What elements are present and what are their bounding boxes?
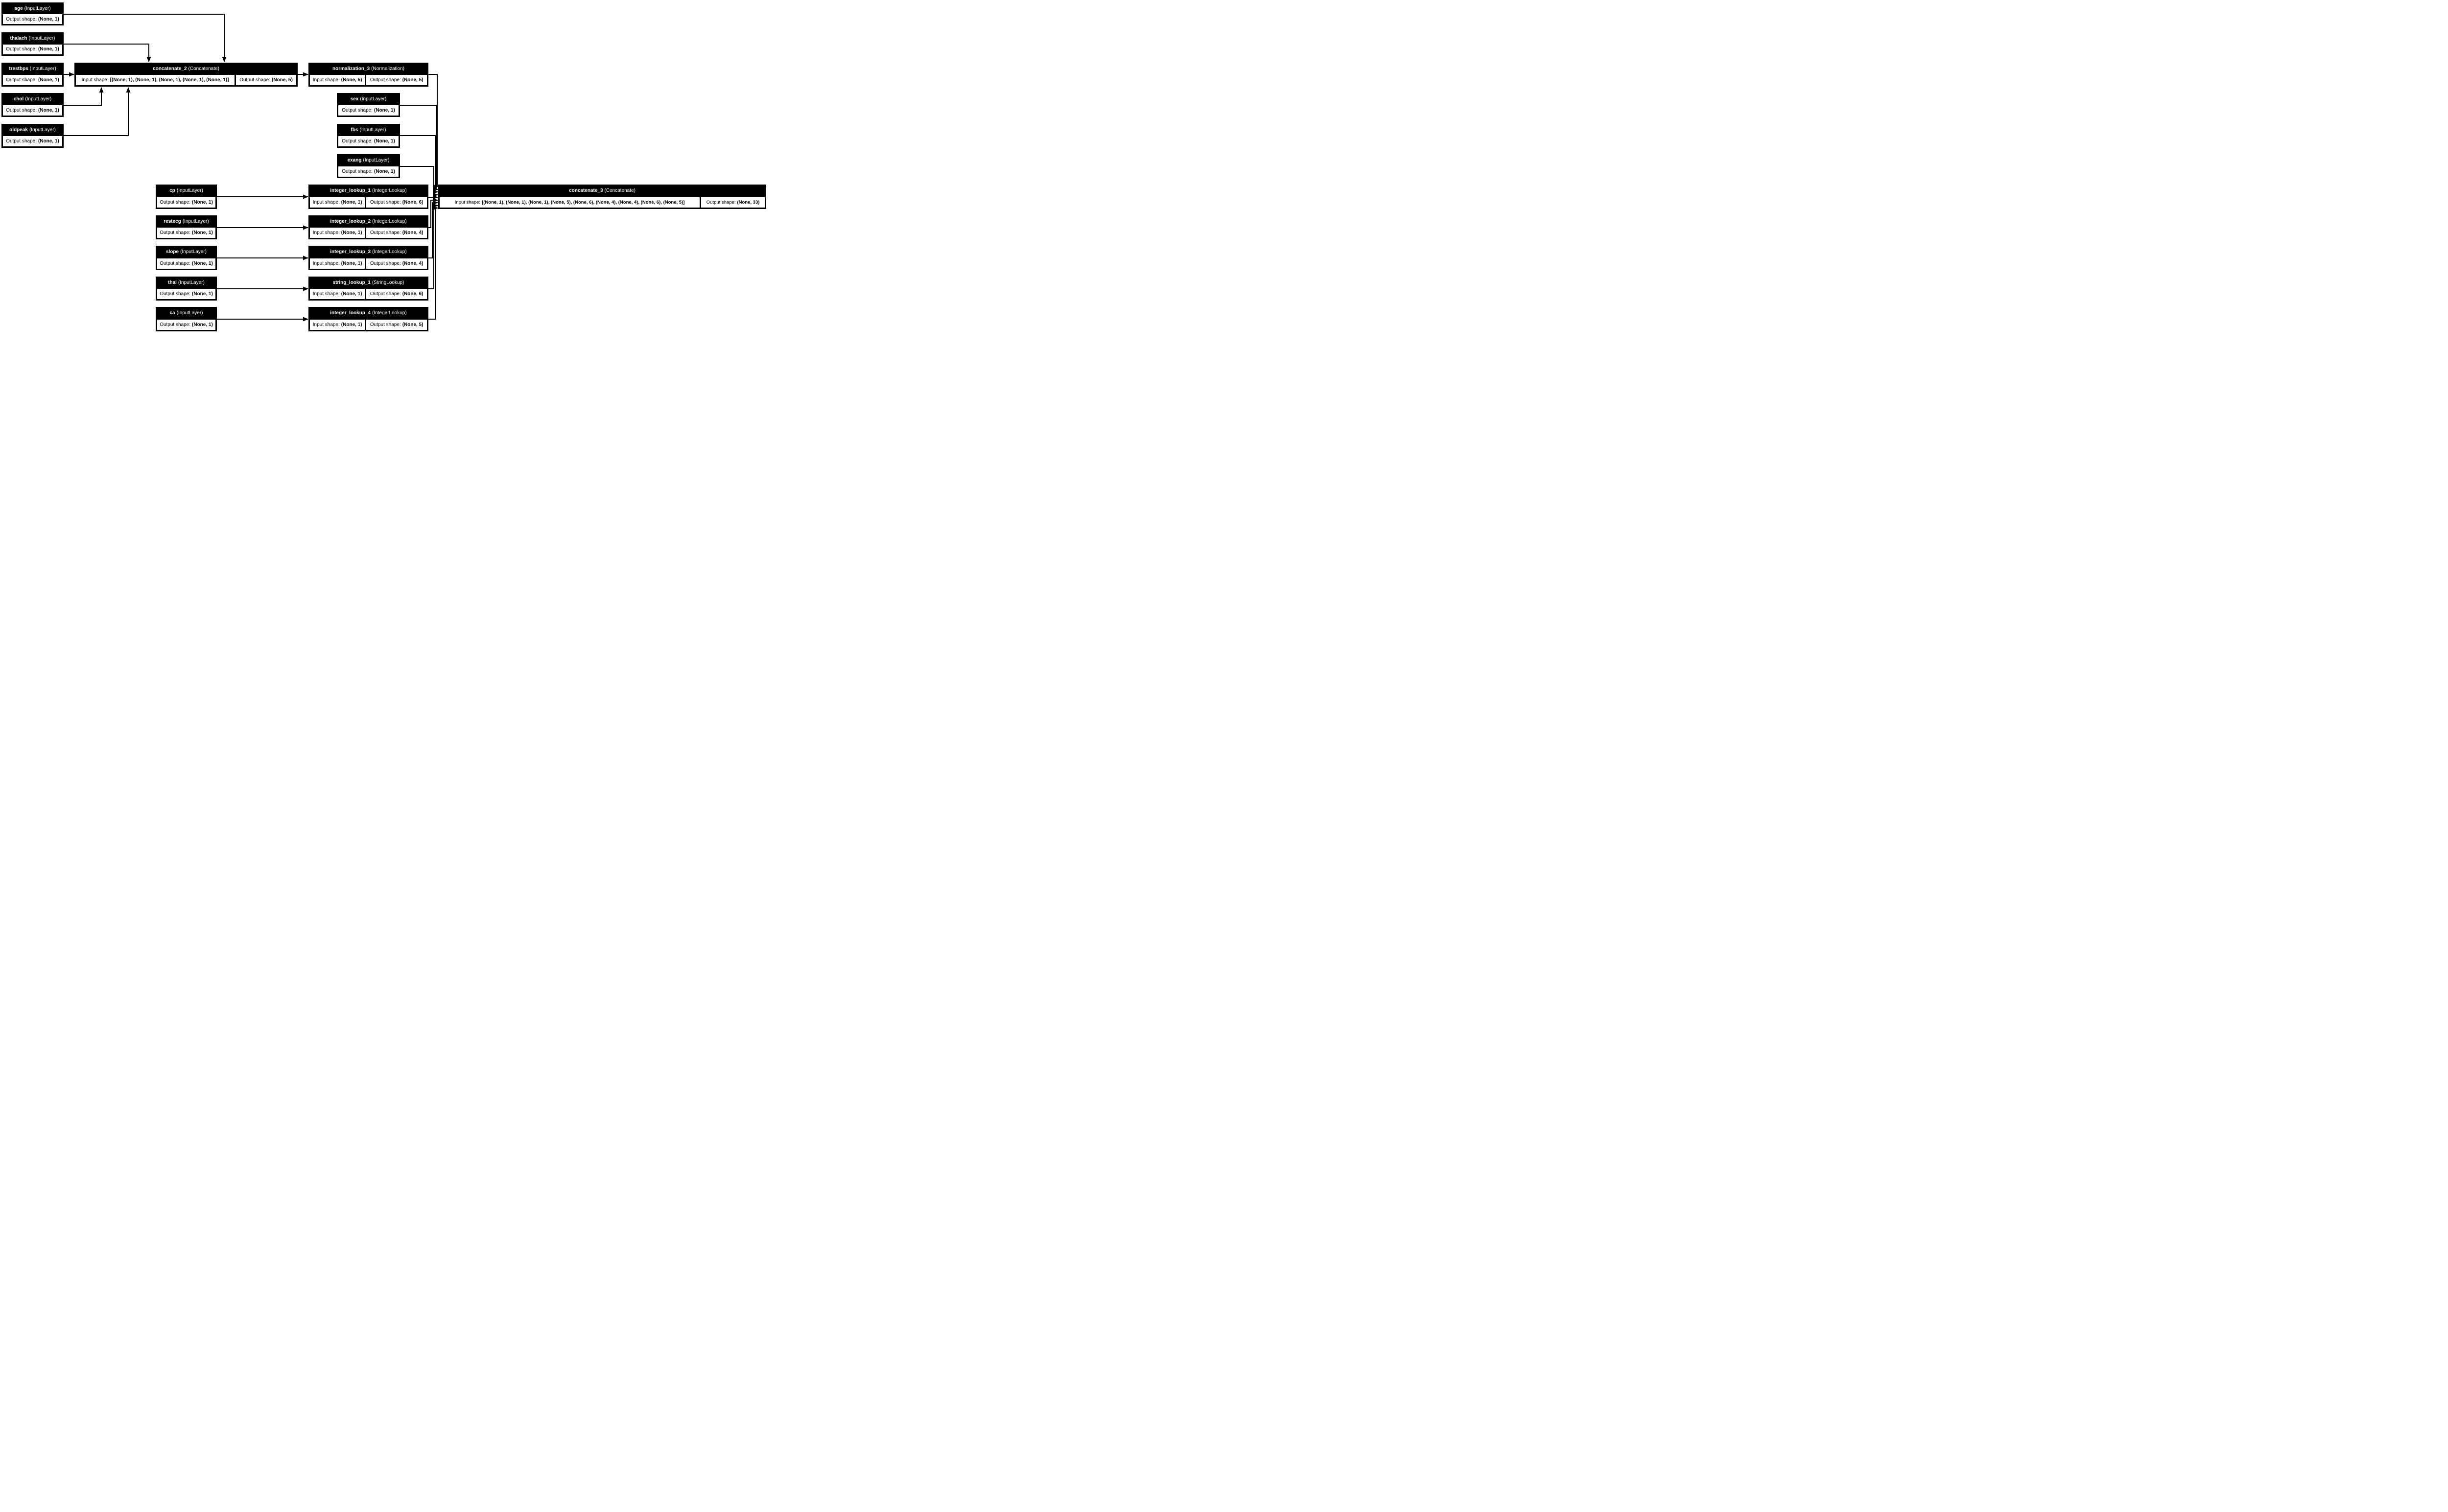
- node-string_lookup_1-input-shape: Input shape:(None, 1): [310, 289, 365, 299]
- node-integer_lookup_4-output-shape: Output shape:(None, 5): [366, 319, 427, 330]
- node-integer_lookup_1-title: integer_lookup_1(IntegerLookup): [330, 188, 407, 194]
- node-sex: sex(InputLayer) Output shape:(None, 1): [337, 93, 400, 117]
- node-normalization_3-output-shape: Output shape:(None, 5): [366, 75, 427, 85]
- node-exang-title: exang(InputLayer): [347, 158, 390, 163]
- node-string_lookup_1-output-shape: Output shape:(None, 6): [366, 289, 427, 299]
- node-age-title: age(InputLayer): [14, 5, 51, 11]
- node-concatenate_3: concatenate_3(Concatenate) Input shape:[…: [438, 185, 766, 209]
- edge-integer_lookup_3-concatenate_3: [428, 200, 438, 258]
- node-trestbps-output-shape: Output shape:(None, 1): [3, 75, 62, 85]
- node-concatenate_2: concatenate_2(Concatenate) Input shape:[…: [74, 63, 298, 87]
- edge-string_lookup_1-concatenate_3: [428, 203, 438, 289]
- node-restecg: restecg(InputLayer) Output shape:(None, …: [156, 215, 217, 239]
- node-restecg-output-shape: Output shape:(None, 1): [157, 228, 215, 238]
- node-integer_lookup_4-input-shape: Input shape:(None, 1): [310, 319, 365, 330]
- node-chol: chol(InputLayer) Output shape:(None, 1): [1, 93, 64, 117]
- node-slope-title: slope(InputLayer): [165, 249, 207, 255]
- node-age-output-shape: Output shape:(None, 1): [3, 14, 62, 24]
- node-sex-title: sex(InputLayer): [350, 96, 387, 102]
- node-integer_lookup_3-input-shape: Input shape:(None, 1): [310, 258, 365, 269]
- node-integer_lookup_3-title: integer_lookup_3(IntegerLookup): [330, 249, 407, 255]
- edge-oldpeak-concatenate_2: [64, 87, 131, 136]
- node-fbs: fbs(InputLayer) Output shape:(None, 1): [337, 124, 400, 148]
- node-integer_lookup_1-output-shape: Output shape:(None, 6): [366, 197, 427, 208]
- edge-fbs-concatenate_3: [400, 135, 438, 194]
- node-concatenate_2-input-shape: Input shape:[(None, 1), (None, 1), (None…: [76, 75, 235, 85]
- node-chol-output-shape: Output shape:(None, 1): [3, 105, 62, 116]
- node-cp: cp(InputLayer) Output shape:(None, 1): [156, 185, 217, 209]
- edge-thalach-concatenate_2: [64, 44, 151, 62]
- edge-sex-concatenate_3: [400, 105, 438, 192]
- edge-exang-concatenate_3: [400, 166, 438, 197]
- node-exang: exang(InputLayer) Output shape:(None, 1): [337, 154, 400, 178]
- node-fbs-title: fbs(InputLayer): [351, 127, 386, 133]
- node-thal: thal(InputLayer) Output shape:(None, 1): [156, 277, 217, 301]
- node-trestbps-title: trestbps(InputLayer): [9, 66, 56, 72]
- node-ca-title: ca(InputLayer): [169, 310, 203, 316]
- edge-age-concatenate_2: [64, 14, 227, 62]
- node-restecg-title: restecg(InputLayer): [164, 219, 209, 225]
- node-string_lookup_1: string_lookup_1(StringLookup) Input shap…: [308, 277, 428, 301]
- node-cp-title: cp(InputLayer): [169, 188, 203, 194]
- node-integer_lookup_4: integer_lookup_4(IntegerLookup) Input sh…: [308, 307, 428, 331]
- node-trestbps: trestbps(InputLayer) Output shape:(None,…: [1, 63, 64, 87]
- node-oldpeak-output-shape: Output shape:(None, 1): [3, 136, 62, 146]
- node-integer_lookup_1: integer_lookup_1(IntegerLookup) Input sh…: [308, 185, 428, 209]
- node-thal-output-shape: Output shape:(None, 1): [157, 289, 215, 299]
- node-concatenate_3-input-shape: Input shape:[(None, 1), (None, 1), (None…: [440, 197, 700, 208]
- node-sex-output-shape: Output shape:(None, 1): [338, 105, 399, 116]
- node-fbs-output-shape: Output shape:(None, 1): [338, 136, 399, 146]
- node-integer_lookup_3: integer_lookup_3(IntegerLookup) Input sh…: [308, 246, 428, 270]
- node-slope: slope(InputLayer) Output shape:(None, 1): [156, 246, 217, 270]
- node-integer_lookup_3-output-shape: Output shape:(None, 4): [366, 258, 427, 269]
- node-integer_lookup_2-input-shape: Input shape:(None, 1): [310, 228, 365, 238]
- node-age: age(InputLayer) Output shape:(None, 1): [1, 2, 64, 25]
- node-concatenate_2-output-shape: Output shape:(None, 5): [236, 75, 296, 85]
- edge-integer_lookup_4-concatenate_3: [428, 206, 438, 320]
- node-integer_lookup_1-input-shape: Input shape:(None, 1): [310, 197, 365, 208]
- node-thal-title: thal(InputLayer): [168, 280, 205, 286]
- node-integer_lookup_4-title: integer_lookup_4(IntegerLookup): [330, 310, 407, 316]
- edge-integer_lookup_2-concatenate_3: [428, 198, 438, 228]
- node-exang-output-shape: Output shape:(None, 1): [338, 166, 399, 177]
- edge-layer: [64, 14, 438, 322]
- node-integer_lookup_2-title: integer_lookup_2(IntegerLookup): [330, 219, 407, 225]
- node-string_lookup_1-title: string_lookup_1(StringLookup): [332, 280, 404, 286]
- node-concatenate_3-title: concatenate_3(Concatenate): [569, 188, 636, 194]
- node-chol-title: chol(InputLayer): [13, 96, 52, 102]
- node-concatenate_3-output-shape: Output shape:(None, 33): [701, 197, 765, 208]
- edge-chol-concatenate_2: [64, 87, 104, 106]
- node-ca-output-shape: Output shape:(None, 1): [157, 319, 215, 330]
- node-integer_lookup_2: integer_lookup_2(IntegerLookup) Input sh…: [308, 215, 428, 239]
- node-ca: ca(InputLayer) Output shape:(None, 1): [156, 307, 217, 331]
- node-normalization_3: normalization_3(Normalization) Input sha…: [308, 63, 428, 87]
- node-slope-output-shape: Output shape:(None, 1): [157, 258, 215, 269]
- model-diagram: age(InputLayer) Output shape:(None, 1) t…: [0, 0, 768, 333]
- node-thalach-title: thalach(InputLayer): [10, 35, 55, 41]
- node-thalach-output-shape: Output shape:(None, 1): [3, 44, 62, 54]
- edge-normalization_3-concatenate_3: [428, 74, 438, 189]
- node-oldpeak-title: oldpeak(InputLayer): [9, 127, 56, 133]
- node-oldpeak: oldpeak(InputLayer) Output shape:(None, …: [1, 124, 64, 148]
- node-integer_lookup_2-output-shape: Output shape:(None, 4): [366, 228, 427, 238]
- node-normalization_3-input-shape: Input shape:(None, 5): [310, 75, 365, 85]
- node-concatenate_2-title: concatenate_2(Concatenate): [153, 66, 219, 72]
- node-thalach: thalach(InputLayer) Output shape:(None, …: [1, 32, 64, 56]
- node-cp-output-shape: Output shape:(None, 1): [157, 197, 215, 208]
- node-normalization_3-title: normalization_3(Normalization): [332, 66, 404, 72]
